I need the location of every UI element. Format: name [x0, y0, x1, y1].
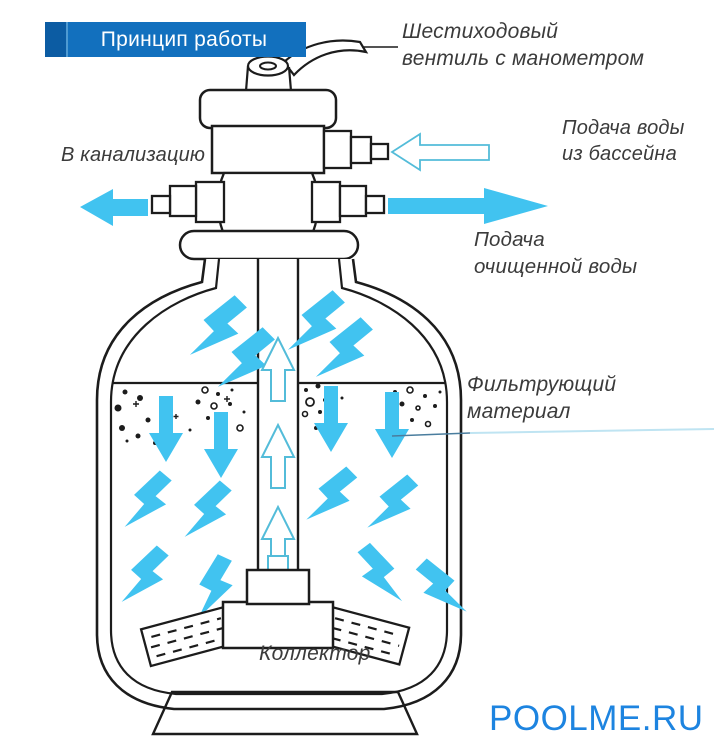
label-filter-media: Фильтрующий материал: [467, 373, 617, 424]
collector-coupling: [245, 568, 311, 606]
tank-inner-wall: [109, 258, 449, 696]
valve-inlet-port: [322, 129, 390, 170]
watermark-poolme: POOLME.RU: [489, 699, 704, 738]
valve-waist: [216, 171, 320, 234]
drain-flow-arrow: [80, 189, 148, 226]
inlet-flow-arrow-outline: [390, 132, 490, 172]
valve-cap: [198, 88, 338, 130]
six-way-valve: [150, 39, 398, 261]
label-collector: Коллектор: [259, 642, 371, 665]
label-to-drain: В канализацию: [61, 144, 206, 166]
label-six-way-valve: Шестиходовый вентиль с манометром: [402, 20, 645, 71]
base-stand: [151, 690, 419, 736]
valve-body: [210, 124, 326, 175]
collector-left-wing: [139, 604, 240, 668]
label-water-from-pool: Подача воды из бассейна: [562, 117, 685, 165]
tank-collar: [178, 229, 360, 261]
page-title: Принцип работы: [100, 27, 268, 51]
outlet-flow-arrow: [388, 188, 548, 224]
valve-outlet-port: [310, 180, 386, 224]
valve-drain-port: [150, 180, 226, 224]
collector-assembly: [139, 568, 411, 668]
label-purified-water: Подача очищенной воды: [474, 228, 638, 278]
title-banner: Принцип работы: [45, 22, 306, 57]
media-leader-line: [391, 428, 715, 437]
banner-accent-stripe: [45, 22, 68, 57]
